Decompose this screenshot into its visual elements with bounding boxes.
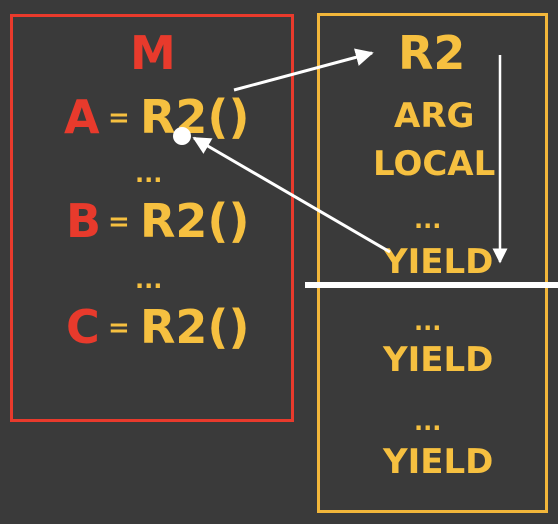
caller-title: M	[130, 26, 176, 80]
caller-box	[10, 14, 294, 422]
line-c-var: C	[66, 300, 100, 354]
coroutine-yield-1: YIELD	[383, 242, 494, 282]
yield-return-arrow	[192, 136, 391, 254]
line-a-eq: =	[108, 103, 130, 133]
call-arrow	[233, 48, 374, 92]
dots-2: ...	[135, 266, 163, 294]
line-a-var: A	[64, 90, 100, 144]
dots-1: ...	[135, 160, 163, 188]
coroutine-box	[317, 13, 548, 513]
coroutine-dots-3: ...	[414, 408, 442, 436]
line-c-eq: =	[108, 313, 130, 343]
line-c-call: R2()	[140, 300, 250, 354]
line-b-call: R2()	[140, 194, 250, 248]
coroutine-dots-1: ...	[414, 206, 442, 234]
coroutine-local: LOCAL	[373, 144, 496, 184]
coroutine-title: R2	[398, 26, 466, 80]
coroutine-yield-2: YIELD	[383, 340, 494, 380]
coroutine-arg: ARG	[394, 96, 475, 136]
resume-point	[173, 127, 191, 145]
coroutine-yield-3: YIELD	[383, 442, 494, 482]
coroutine-dots-2: ...	[414, 308, 442, 336]
line-a-call: R2()	[140, 90, 250, 144]
line-b-var: B	[66, 194, 102, 248]
line-b-eq: =	[108, 207, 130, 237]
